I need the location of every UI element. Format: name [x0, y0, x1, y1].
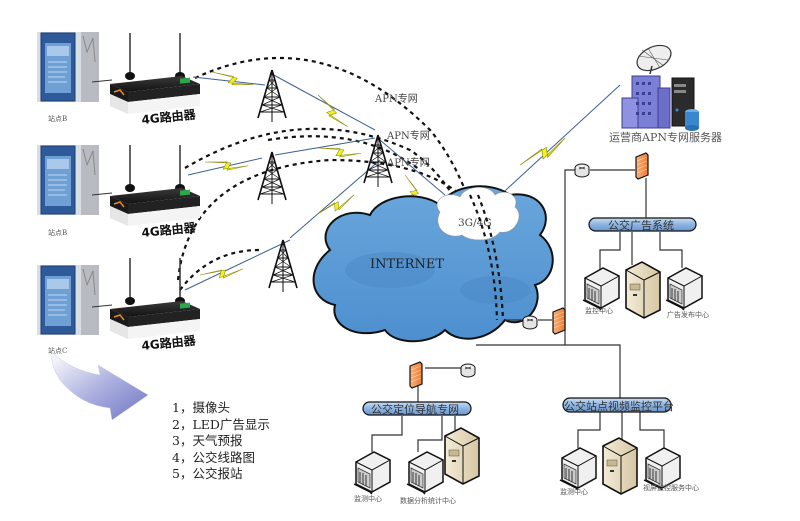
bus-positioning	[362, 401, 472, 416]
legend-item: 1，摄像头	[172, 400, 230, 415]
firewall-positioning	[409, 361, 423, 389]
station-label-2: 站点B	[48, 228, 67, 237]
station-label-3: 站点C	[48, 346, 67, 355]
mobile-cloud-label: 3G/4G	[458, 217, 492, 229]
ad-node-label-2: 广告发布中心	[667, 310, 709, 319]
station-c	[36, 264, 100, 336]
feature-legend: 1，摄像头 2，LED广告显示 3，天气预报 4，公交线路图 5，公交报站	[172, 400, 270, 483]
wired-links	[371, 169, 683, 452]
internet-label: INTERNET	[370, 257, 444, 272]
apn-server-label: 运营商APN专网服务器	[609, 130, 722, 144]
server-video	[602, 437, 638, 495]
workstation-video-monitoring	[559, 447, 597, 491]
station-label-1: 站点B	[48, 114, 67, 123]
apn-label-1: APN专网	[374, 92, 418, 105]
apn-tunnel-lines	[468, 194, 505, 321]
router-4g-2	[109, 144, 201, 227]
hub-internet	[522, 315, 538, 330]
legend-item: 4，公交线路图	[172, 449, 255, 465]
legend-item: 2，LED广告显示	[172, 416, 270, 432]
apn-label-3: APN专网	[386, 156, 430, 169]
bus-advertising-label: 公交广告系统	[608, 218, 674, 232]
bus-advertising	[588, 217, 697, 232]
firewall-advertising	[635, 152, 649, 180]
arrow-icon	[51, 351, 149, 421]
video-node-label-1: 监测中心	[560, 487, 588, 496]
workstation-ad-publishing	[665, 267, 703, 311]
station-b-2	[36, 144, 100, 216]
legend-item: 3，天气预报	[172, 433, 243, 448]
wireless-links	[184, 72, 621, 291]
pos-node-label-1: 监测中心	[354, 494, 382, 503]
hub-positioning	[460, 363, 476, 378]
bus-video-label: 公交站点视频监控平台	[564, 399, 674, 413]
firewall-core	[552, 307, 566, 335]
server-positioning	[444, 427, 480, 485]
server-advertising	[625, 261, 661, 319]
router-label-3: 4G路由器	[141, 332, 197, 353]
cell-tower-1	[257, 69, 287, 123]
cell-tower-2	[257, 151, 287, 205]
apn-label-2: APN专网	[386, 129, 430, 142]
router-label-2: 4G路由器	[141, 219, 197, 240]
bus-video	[562, 397, 672, 413]
apn-server	[621, 44, 699, 131]
router-4g-1	[109, 32, 201, 115]
mobile-cloud	[436, 187, 520, 241]
workstation-data-analysis	[406, 451, 444, 495]
station-b-1	[36, 31, 100, 103]
router-label-1: 4G路由器	[141, 106, 197, 127]
pos-node-label-2: 数据分析统计中心	[400, 496, 456, 505]
router-4g-3	[109, 257, 201, 340]
ad-node-label-1: 监控中心	[585, 306, 613, 315]
video-node-label-2: 视屏监控服务中心	[643, 483, 699, 492]
workstation-monitor-center	[582, 267, 620, 311]
workstation-monitoring-center	[353, 451, 391, 495]
bus-positioning-label: 公交定位导航专网	[371, 402, 459, 416]
legend-item: 5，公交报站	[172, 466, 243, 481]
hub-advertising	[574, 163, 590, 178]
